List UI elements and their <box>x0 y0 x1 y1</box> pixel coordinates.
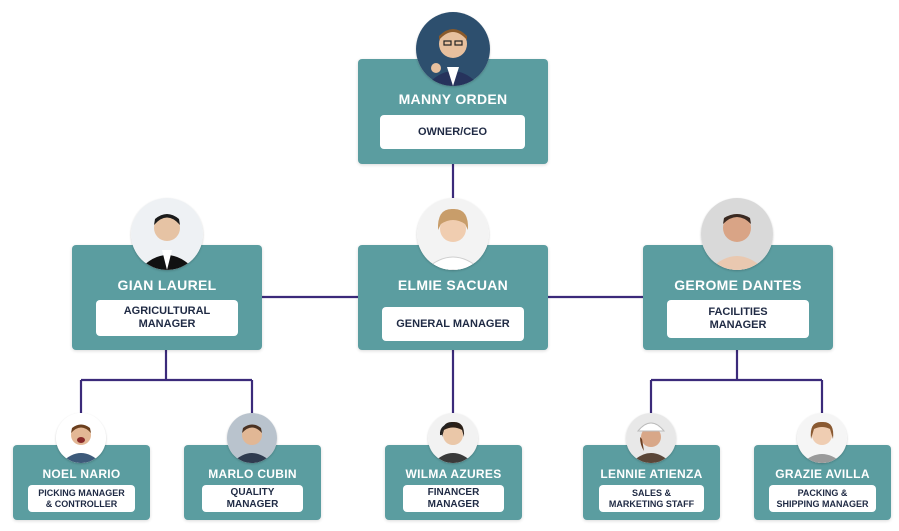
person-name: NOEL NARIO <box>42 467 121 481</box>
role-label: FACILITIES MANAGER <box>667 300 809 338</box>
card-agricultural-manager: GIAN LAUREL AGRICULTURAL MANAGER <box>72 245 262 350</box>
person-photo-icon <box>227 413 277 463</box>
person-name: ELMIE SACUAN <box>397 277 509 293</box>
person-photo-icon <box>797 413 847 463</box>
role-label: GENERAL MANAGER <box>382 307 524 341</box>
role-label: SALES & MARKETING STAFF <box>599 485 704 512</box>
role-label: PICKING MANAGER & CONTROLLER <box>28 485 135 512</box>
person-photo-icon <box>428 413 478 463</box>
card-packing-manager: GRAZIE AVILLA PACKING & SHIPPING MANAGER <box>754 445 891 520</box>
person-name: GIAN LAUREL <box>117 277 217 293</box>
person-name: GEROME DANTES <box>674 277 802 293</box>
person-photo-icon <box>416 12 490 86</box>
role-label: AGRICULTURAL MANAGER <box>96 300 238 336</box>
person-name: GRAZIE AVILLA <box>775 467 870 481</box>
person-photo-icon <box>417 198 489 270</box>
role-label: FINANCER MANAGER <box>403 485 504 512</box>
role-label: QUALITY MANAGER <box>202 485 303 512</box>
person-photo-icon <box>131 198 203 270</box>
person-name: MANNY ORDEN <box>398 91 508 107</box>
person-name: WILMA AZURES <box>405 467 502 481</box>
role-label: OWNER/CEO <box>380 115 525 149</box>
person-name: MARLO CUBIN <box>208 467 297 481</box>
role-label: PACKING & SHIPPING MANAGER <box>769 485 876 512</box>
person-photo-icon <box>701 198 773 270</box>
person-photo-icon <box>56 413 106 463</box>
person-name: LENNIE ATIENZA <box>600 467 703 481</box>
person-photo-icon <box>626 413 676 463</box>
